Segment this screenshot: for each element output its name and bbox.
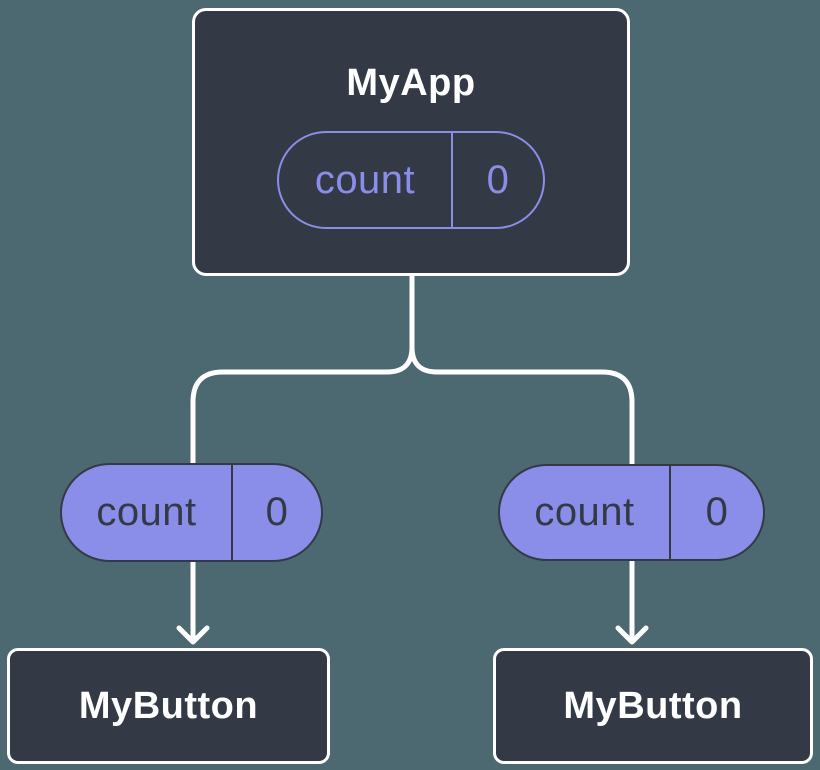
- arrowhead-down-icon: [615, 625, 649, 645]
- prop-pill-right: count 0: [498, 464, 765, 561]
- component-node-mybutton-left: MyButton: [7, 648, 330, 764]
- component-node-mybutton-right: MyButton: [493, 648, 813, 764]
- prop-pill-root: count 0: [277, 131, 545, 229]
- component-title: MyApp: [346, 62, 476, 104]
- component-title: MyButton: [78, 685, 259, 727]
- prop-value: 0: [705, 490, 729, 534]
- component-title: MyButton: [563, 685, 743, 727]
- prop-value: 0: [265, 490, 289, 534]
- prop-pill-left: count 0: [60, 463, 323, 562]
- arrowhead-down-icon: [176, 625, 210, 645]
- prop-name: count: [279, 133, 453, 227]
- prop-name: count: [62, 465, 233, 560]
- connector-branch-right: [409, 273, 635, 642]
- prop-value: 0: [486, 157, 510, 202]
- component-node-myapp: MyApp count 0: [192, 8, 630, 276]
- prop-name: count: [500, 466, 671, 559]
- connector-branch-left: [190, 273, 415, 642]
